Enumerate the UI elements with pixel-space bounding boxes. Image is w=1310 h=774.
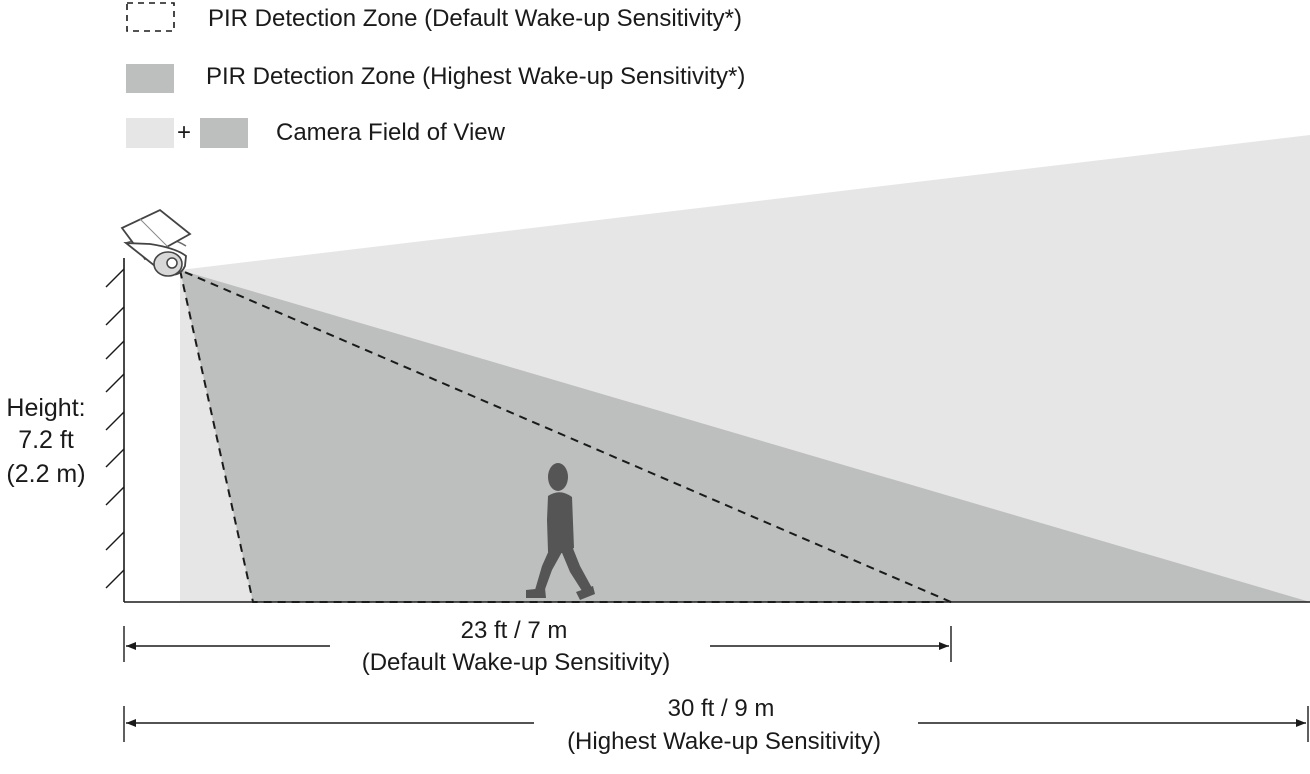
legend-plus-sign: + xyxy=(177,119,191,146)
legend-default-zone-label: PIR Detection Zone (Default Wake-up Sens… xyxy=(208,5,742,32)
height-label-line2: 7.2 ft xyxy=(18,426,74,454)
highest-distance-dimension: 30 ft / 9 m (Highest Wake-up Sensitivity… xyxy=(123,695,1309,755)
default-distance-dimension: 23 ft / 7 m (Default Wake-up Sensitivity… xyxy=(123,617,952,676)
solar-panel-grid-line xyxy=(139,218,169,248)
solar-camera-icon xyxy=(120,208,192,277)
legend-highest-zone-label: PIR Detection Zone (Highest Wake-up Sens… xyxy=(206,63,745,90)
legend-fov-light-swatch xyxy=(126,118,174,148)
height-label: Height: 7.2 ft (2.2 m) xyxy=(6,394,85,488)
pir-highest-sensitivity-zone xyxy=(180,270,1310,602)
wall-hatching xyxy=(105,268,125,589)
legend: PIR Detection Zone (Default Wake-up Sens… xyxy=(126,2,745,148)
highest-distance-value: 30 ft / 9 m xyxy=(668,695,775,722)
legend-fov-label: Camera Field of View xyxy=(276,119,506,146)
height-label-line3: (2.2 m) xyxy=(6,460,85,488)
legend-default-zone-swatch xyxy=(126,2,175,32)
legend-fov-dark-swatch xyxy=(200,118,248,148)
height-label-line1: Height: xyxy=(6,394,85,422)
walking-person-icon xyxy=(526,463,595,600)
default-distance-value: 23 ft / 7 m xyxy=(461,617,568,644)
highest-distance-caption: (Highest Wake-up Sensitivity) xyxy=(567,728,881,755)
default-distance-caption: (Default Wake-up Sensitivity) xyxy=(362,649,671,676)
legend-highest-zone-swatch xyxy=(126,64,174,93)
camera-lens xyxy=(166,257,178,269)
